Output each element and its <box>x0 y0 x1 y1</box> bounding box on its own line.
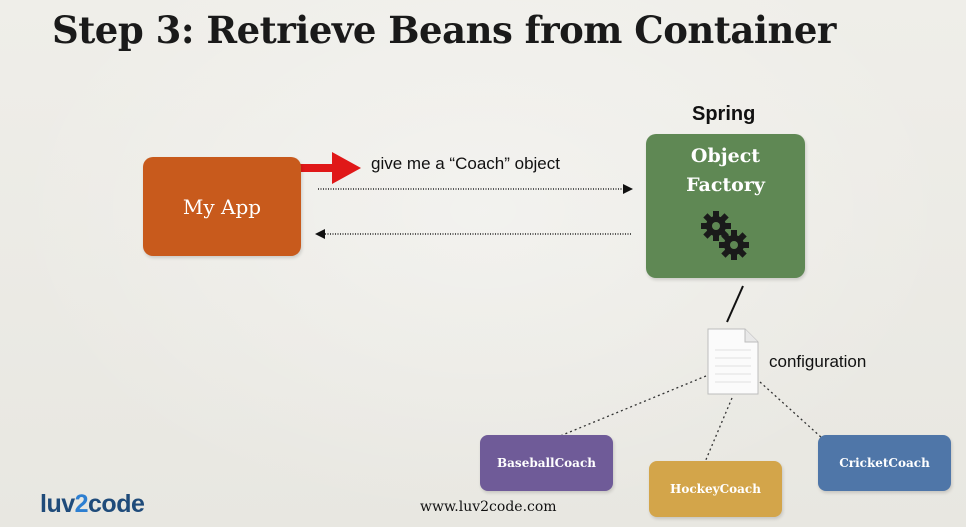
config-cricket-line <box>759 381 823 439</box>
config-baseball-line <box>559 375 707 437</box>
cricket-coach-label: CricketCoach <box>839 456 930 470</box>
gears-icon <box>701 211 749 260</box>
cricket-coach-box: CricketCoach <box>818 435 951 491</box>
request-label: give me a “Coach” object <box>371 154 560 173</box>
hockey-coach-label: HockeyCoach <box>670 482 761 496</box>
object-factory-box: Object Factory <box>646 134 805 278</box>
spring-header: Spring <box>692 103 756 125</box>
document-icon <box>707 328 759 395</box>
baseball-coach-label: BaseballCoach <box>497 456 596 470</box>
logo-text-2: 2 <box>74 490 89 518</box>
logo-text-code: code <box>88 490 145 518</box>
my-app-label: My App <box>182 194 262 219</box>
configuration-label: configuration <box>769 352 867 371</box>
config-hockey-line <box>704 397 733 463</box>
factory-config-line <box>726 285 744 323</box>
baseball-coach-box: BaseballCoach <box>480 435 613 491</box>
my-app-box: My App <box>143 157 301 256</box>
slide-title: Step 3: Retrieve Beans from Container <box>52 8 836 52</box>
object-factory-label: Object Factory <box>686 145 765 196</box>
footer-url: www.luv2code.com <box>420 499 557 515</box>
hockey-coach-box: HockeyCoach <box>649 461 782 517</box>
red-pointer-arrow <box>281 152 361 184</box>
logo-text-luv: luv <box>40 490 75 518</box>
